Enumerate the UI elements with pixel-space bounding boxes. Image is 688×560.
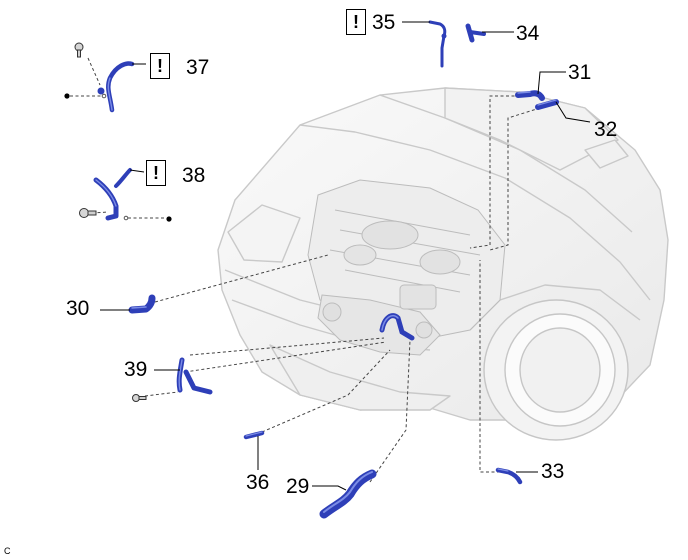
small-part-dots: [64, 93, 172, 222]
leader-30: [154, 254, 329, 303]
hose-31: [515, 90, 545, 101]
bolts: [74, 42, 147, 402]
leader-lines: [70, 57, 541, 483]
callout-29: 29: [286, 475, 310, 498]
headlight: [227, 204, 301, 263]
warning-icon-35: !: [346, 9, 366, 35]
hood-edge: [299, 124, 651, 301]
callout-line-31: [537, 71, 566, 95]
callout-31: 31: [568, 61, 592, 84]
hose-38: [93, 168, 132, 221]
warning-icon-37: !: [150, 53, 170, 79]
callout-39: 39: [124, 358, 148, 381]
callout-32: 32: [594, 118, 618, 141]
warning-icon-38: !: [146, 160, 166, 186]
hose-30: [128, 294, 156, 314]
callout-line-29: [312, 485, 347, 491]
bolt-37: [74, 42, 84, 58]
dot-37: [64, 93, 70, 99]
leader-37: [87, 57, 101, 86]
leader-36: [261, 349, 391, 433]
callout-lines: [100, 21, 591, 491]
callout-line-38: [129, 169, 145, 173]
engine-assembly: [307, 179, 506, 356]
callout-38: 38: [182, 164, 206, 187]
hose-39: [176, 357, 213, 395]
hose-36: [243, 430, 265, 440]
front-wheel: [483, 299, 629, 441]
illustration-code: C: [4, 546, 11, 556]
bolt-38: [79, 208, 97, 218]
bolt-39: [132, 394, 147, 402]
small-rings: [101, 93, 129, 221]
leader-39b: [184, 341, 387, 373]
callout-34: 34: [516, 22, 540, 45]
hose-37: [97, 61, 135, 113]
grille-lower: [269, 344, 451, 411]
leader-29: [369, 339, 411, 483]
callout-35: 35: [372, 11, 396, 34]
hose-parts: [93, 20, 559, 519]
dot-38: [166, 216, 172, 222]
hose-35: [428, 20, 447, 68]
leader-31: [469, 95, 520, 249]
callout-line-32: [555, 101, 591, 123]
hose-29: [319, 469, 377, 519]
callout-36: 36: [246, 471, 270, 494]
installed-hose: [379, 313, 415, 341]
callout-37: 37: [186, 56, 210, 79]
hose-32: [535, 99, 559, 110]
leader-33: [479, 260, 500, 473]
callout-30: 30: [66, 297, 90, 320]
leader-39a: [189, 337, 385, 356]
callout-33: 33: [541, 460, 565, 483]
hose-33: [495, 467, 523, 485]
hose-34: [465, 23, 486, 43]
side-mirror: [584, 139, 629, 169]
leader-32: [489, 107, 541, 251]
transaxle: [317, 294, 441, 356]
leader-39c: [144, 391, 179, 397]
